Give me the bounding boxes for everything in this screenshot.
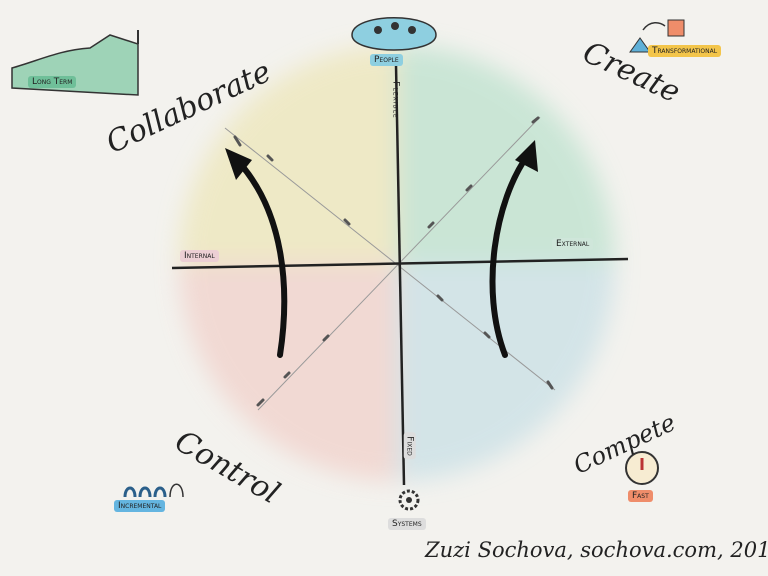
shapes-transform-icon [629, 19, 685, 53]
tag-long-term: Long Term [28, 76, 77, 88]
axis-label-people: People [370, 54, 403, 66]
quadrant-collaborate [179, 45, 397, 263]
arrow-up-icon [489, 152, 531, 358]
axis-label-internal: Internal [180, 250, 219, 262]
signature: Zuzi Sochova, sochova.com, 2019 [425, 538, 768, 562]
axis-label-flexible: Flexible [390, 81, 401, 119]
axis-label-fixed: Fixed [403, 432, 416, 460]
axis-label-external: External [552, 238, 594, 250]
tag-transformational: Transformational [648, 45, 722, 57]
waves-icon [123, 483, 184, 498]
axis-label-systems: Systems [388, 518, 426, 530]
vertical-axis [394, 64, 406, 486]
clock-icon [625, 451, 659, 485]
tag-incremental: Incremental [114, 500, 166, 512]
quadrant-compete [397, 263, 615, 481]
arrow-up-icon [232, 155, 288, 358]
gear-icon [398, 489, 420, 511]
quadrant-create [397, 45, 615, 263]
tag-fast: Fast [628, 490, 653, 502]
people-icon [351, 17, 437, 51]
